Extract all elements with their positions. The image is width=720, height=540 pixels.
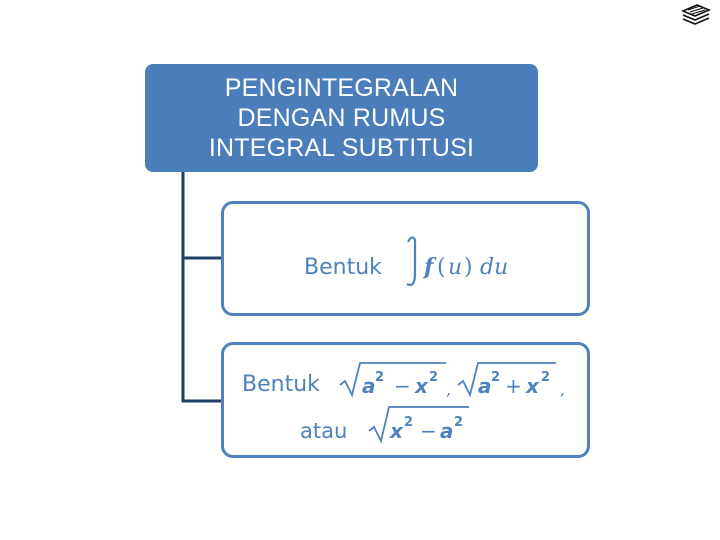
stacked-books-icon [680,4,712,25]
expr2-op: + [505,374,522,398]
expr1-op: − [394,374,411,398]
expr1-a: a [362,374,376,398]
box2-label: Bentuk [242,372,320,397]
expr2-exp1: 2 [491,370,500,385]
box1-label: Bentuk [304,255,382,280]
expr3-op: − [420,419,437,443]
comma-1: , [446,380,451,399]
expr1-exp2: 2 [429,370,438,385]
radical-sign-2-icon [457,362,556,398]
radical-sign-3-icon [368,406,469,444]
box2-connector-word: atau [300,419,347,443]
comma-2: , [560,380,565,399]
expr2-a: a [478,374,492,398]
box1-integrand: f [422,254,437,280]
radical-formulas: Bentuk a 2 − x 2 , a 2 + x 2 , atau x 2 … [242,362,565,444]
expr2-x: x [525,374,540,398]
form-box-2: Bentuk a 2 − x 2 , a 2 + x 2 , atau x 2 … [221,342,590,458]
expr3-a: a [440,419,454,443]
expr1-exp1: 2 [375,370,384,385]
box1-paren-close: ) [464,255,473,280]
integral-sign-icon [406,236,417,287]
form-box-1: Bentuk f ( u ) du [221,201,590,316]
title-box: PENGINTEGRALAN DENGAN RUMUS INTEGRAL SUB… [145,64,538,172]
box1-differential: du [480,255,508,280]
title-line-3: INTEGRAL SUBTITUSI [208,134,475,162]
integral-formula: Bentuk f ( u ) du [304,236,508,287]
title-line-1: PENGINTEGRALAN [224,74,459,102]
expr3-exp1: 2 [404,415,413,430]
expr2-exp2: 2 [541,370,550,385]
expr3-x: x [389,419,404,443]
expr1-x: x [414,374,429,398]
radical-sign-1-icon [339,362,446,398]
box1-paren-open: ( [437,255,446,280]
box1-var: u [448,255,462,280]
expr3-exp2: 2 [454,415,463,430]
title-line-2: DENGAN RUMUS [237,104,446,132]
